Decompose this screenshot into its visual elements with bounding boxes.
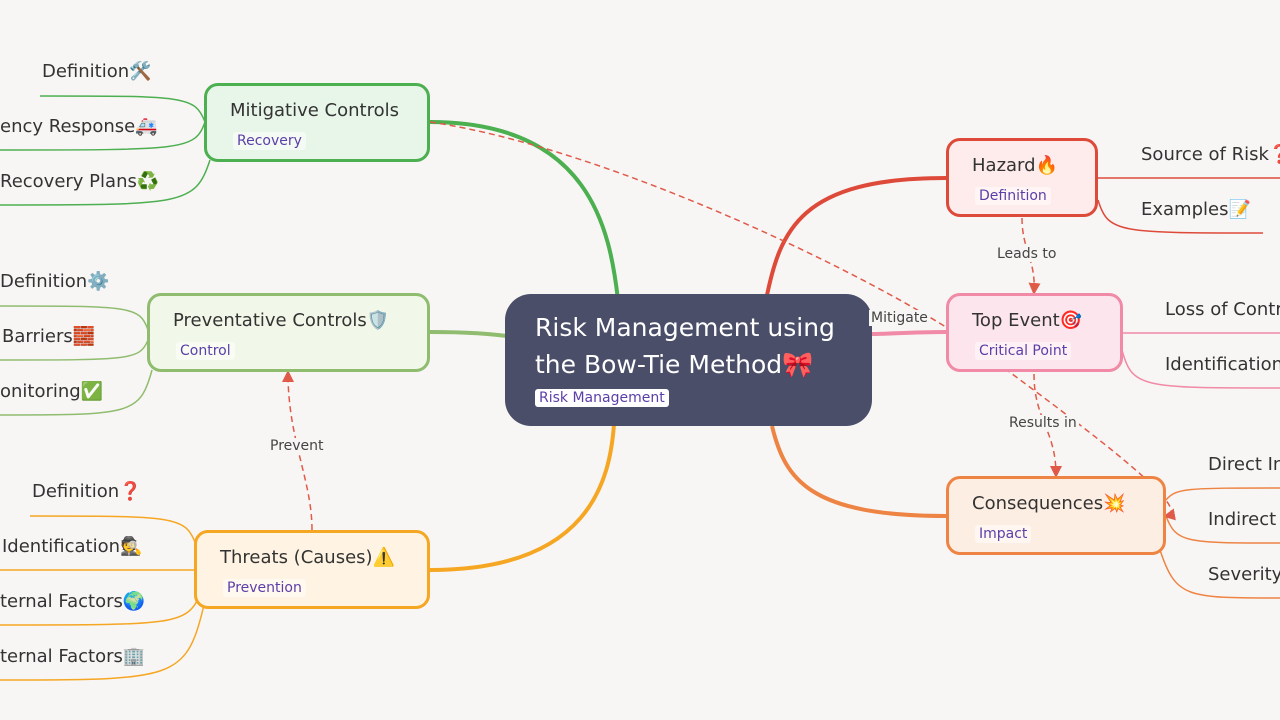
edge-label-results-in: Results in <box>1007 415 1079 431</box>
edge-label-mitigate: Mitigate <box>869 310 930 326</box>
central-topic[interactable]: Risk Management using the Bow-Tie Method… <box>505 294 872 426</box>
leaf-top-event-identification[interactable]: Identification <box>1165 354 1280 375</box>
branch-top-event <box>871 330 947 336</box>
leaf-mitigative-recovery-plans[interactable]: Recovery Plans♻️ <box>0 171 160 192</box>
node-tag: Prevention <box>223 579 306 597</box>
node-tag: Control <box>176 342 235 360</box>
leaf-preventative-monitoring[interactable]: onitoring✅ <box>0 381 104 402</box>
node-title: Preventative Controls🛡️ <box>173 310 390 331</box>
node-tag: Critical Point <box>975 342 1072 360</box>
leaf-consequences-indirect-impact[interactable]: Indirect <box>1208 509 1277 530</box>
leaf-hazard-examples[interactable]: Examples📝 <box>1141 199 1251 220</box>
node-title: Hazard🔥 <box>972 155 1058 176</box>
node-title: Consequences💥 <box>972 493 1126 514</box>
leaf-mitigative-definition[interactable]: Definition🛠️ <box>42 61 152 82</box>
edge-label-leads-to: Leads to <box>995 246 1059 262</box>
leaf-threats-external-factors[interactable]: ternal Factors🌍 <box>0 591 146 612</box>
node-mitigative-controls[interactable]: Mitigative Controls Recovery <box>204 83 430 162</box>
leaf-consequences-direct-impact[interactable]: Direct In <box>1208 454 1280 475</box>
central-topic-title: Risk Management using the Bow-Tie Method… <box>535 313 835 379</box>
central-topic-tag: Risk Management <box>535 389 669 407</box>
leaf-consequences-severity[interactable]: Severity <box>1208 564 1280 585</box>
node-title: Top Event🎯 <box>972 310 1083 331</box>
leaf-hazard-source-of-risk[interactable]: Source of Risk❓ <box>1141 144 1280 165</box>
branch-hazard <box>764 176 947 301</box>
leaf-threats-internal-factors[interactable]: ternal Factors🏢 <box>0 646 146 667</box>
branch-consequences <box>770 425 947 518</box>
edge-label-prevent: Prevent <box>268 438 326 454</box>
branch-mitigative <box>429 120 620 301</box>
leaf-preventative-definition[interactable]: Definition⚙️ <box>0 271 110 292</box>
node-title: Threats (Causes)⚠️ <box>220 547 395 568</box>
node-preventative-controls[interactable]: Preventative Controls🛡️ Control <box>147 293 430 372</box>
node-tag: Impact <box>975 525 1032 543</box>
node-top-event[interactable]: Top Event🎯 Critical Point <box>946 293 1123 372</box>
node-tag: Definition <box>975 187 1051 205</box>
node-tag: Recovery <box>233 132 306 150</box>
node-threats[interactable]: Threats (Causes)⚠️ Prevention <box>194 530 430 609</box>
node-title: Mitigative Controls <box>230 100 399 121</box>
branch-threats <box>429 423 616 572</box>
leaf-mitigative-emergency-response[interactable]: ency Response🚑 <box>0 116 158 137</box>
leaf-top-event-loss-of-control[interactable]: Loss of Contr <box>1165 299 1280 320</box>
leaf-threats-definition[interactable]: Definition❓ <box>32 481 142 502</box>
branch-preventative <box>429 330 508 338</box>
node-hazard[interactable]: Hazard🔥 Definition <box>946 138 1098 217</box>
node-consequences[interactable]: Consequences💥 Impact <box>946 476 1166 555</box>
leaf-threats-identification[interactable]: Identification🕵️ <box>2 536 143 557</box>
relation-prevent <box>282 370 313 531</box>
leaf-preventative-barriers[interactable]: Barriers🧱 <box>2 326 96 347</box>
